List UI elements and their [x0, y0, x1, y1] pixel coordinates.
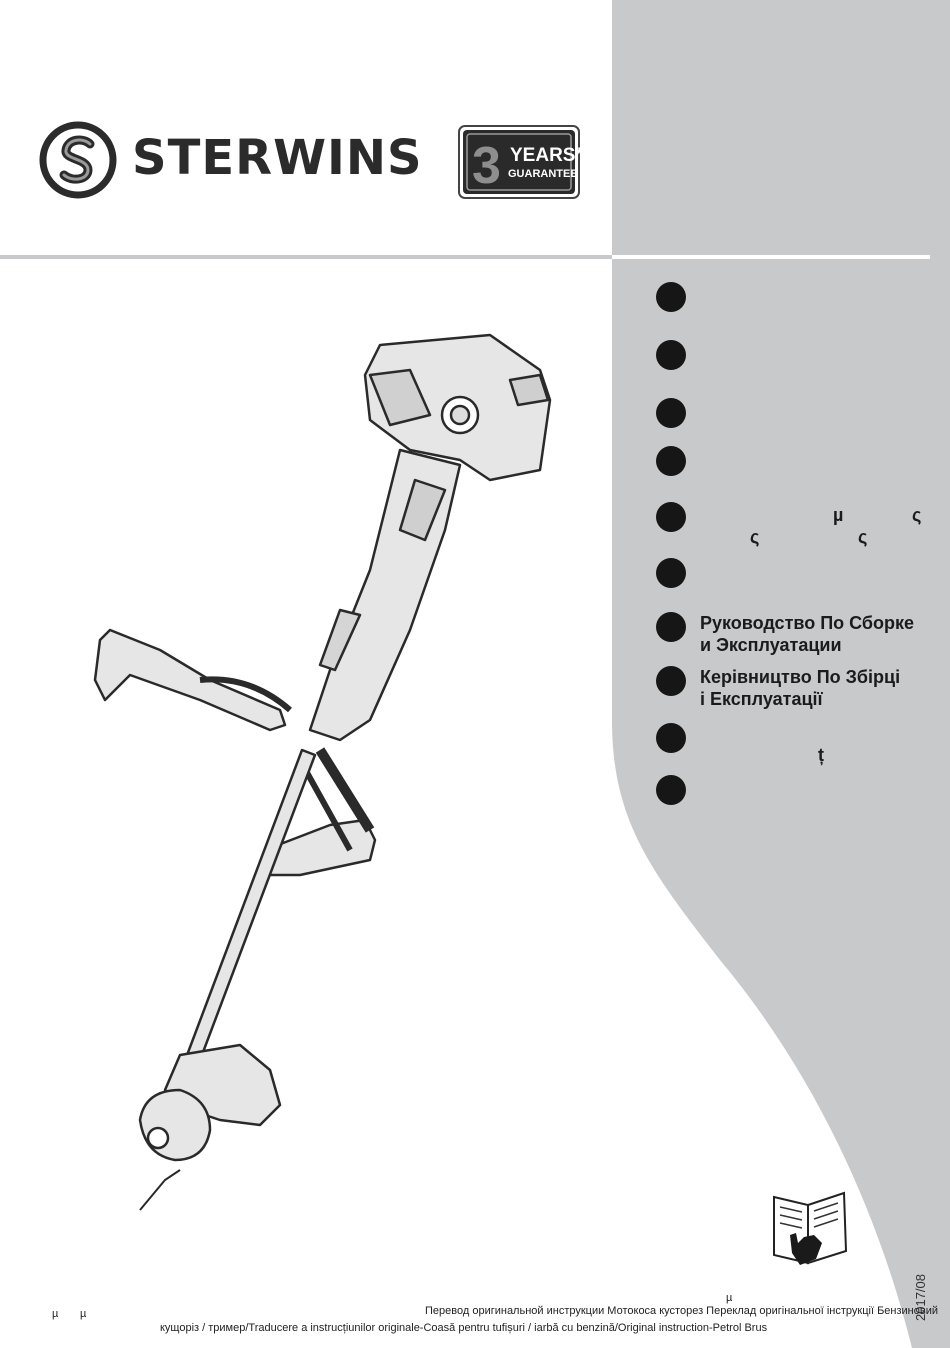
- footer-glyph-mu: µ: [52, 1308, 59, 1320]
- footer-line-2: кущоріз / тример/Traducere a instrucțiun…: [160, 1322, 768, 1334]
- guarantee-badge-icon: 3: [458, 125, 580, 199]
- read-manual-icon: [773, 1191, 848, 1265]
- lang-bullet: [656, 666, 686, 696]
- lang-bullet: [656, 502, 686, 532]
- lang-bullet: [656, 446, 686, 476]
- lang-item: [656, 723, 686, 753]
- lang-bullet: [656, 723, 686, 753]
- lang-bullet: [656, 558, 686, 588]
- lang-item: [656, 775, 686, 805]
- sterwins-logo-icon: [39, 121, 117, 199]
- lang-bullet: [656, 612, 686, 642]
- glyph-cedilla: ς: [858, 527, 868, 547]
- footer-line-1: Перевод оригинальной инструкции Мотокоса…: [425, 1305, 939, 1317]
- lang-item: [656, 558, 686, 588]
- header-divider: [0, 255, 612, 259]
- footer-glyph-mu: µ: [80, 1308, 87, 1320]
- brand-name: STERWINS: [132, 130, 423, 186]
- guarantee-badge: 3 YEARS* GUARANTEE: [458, 125, 583, 199]
- lang-bullet: [656, 282, 686, 312]
- glyph-mu: µ: [833, 505, 844, 525]
- badge-number: 3: [472, 137, 501, 195]
- glyph-t-comma: ț: [818, 745, 824, 765]
- lang-item: [656, 398, 686, 428]
- header-divider-white: [612, 255, 930, 259]
- lang-bullet: [656, 775, 686, 805]
- badge-years: YEARS*: [510, 145, 583, 166]
- lang-bullet: [656, 340, 686, 370]
- lang-item: [656, 446, 686, 476]
- footer-glyph-mu: µ: [726, 1292, 733, 1304]
- brush-cutter-illustration: [93, 333, 552, 1211]
- lang-item: [656, 502, 686, 532]
- lang-item: [656, 340, 686, 370]
- lang-item: [656, 282, 686, 312]
- print-date: 2017/08: [913, 1274, 928, 1321]
- lang-bullet: [656, 398, 686, 428]
- badge-guarantee: GUARANTEE: [508, 168, 578, 180]
- glyph-cedilla: ς: [750, 527, 760, 547]
- glyph-cedilla: ς: [912, 505, 922, 525]
